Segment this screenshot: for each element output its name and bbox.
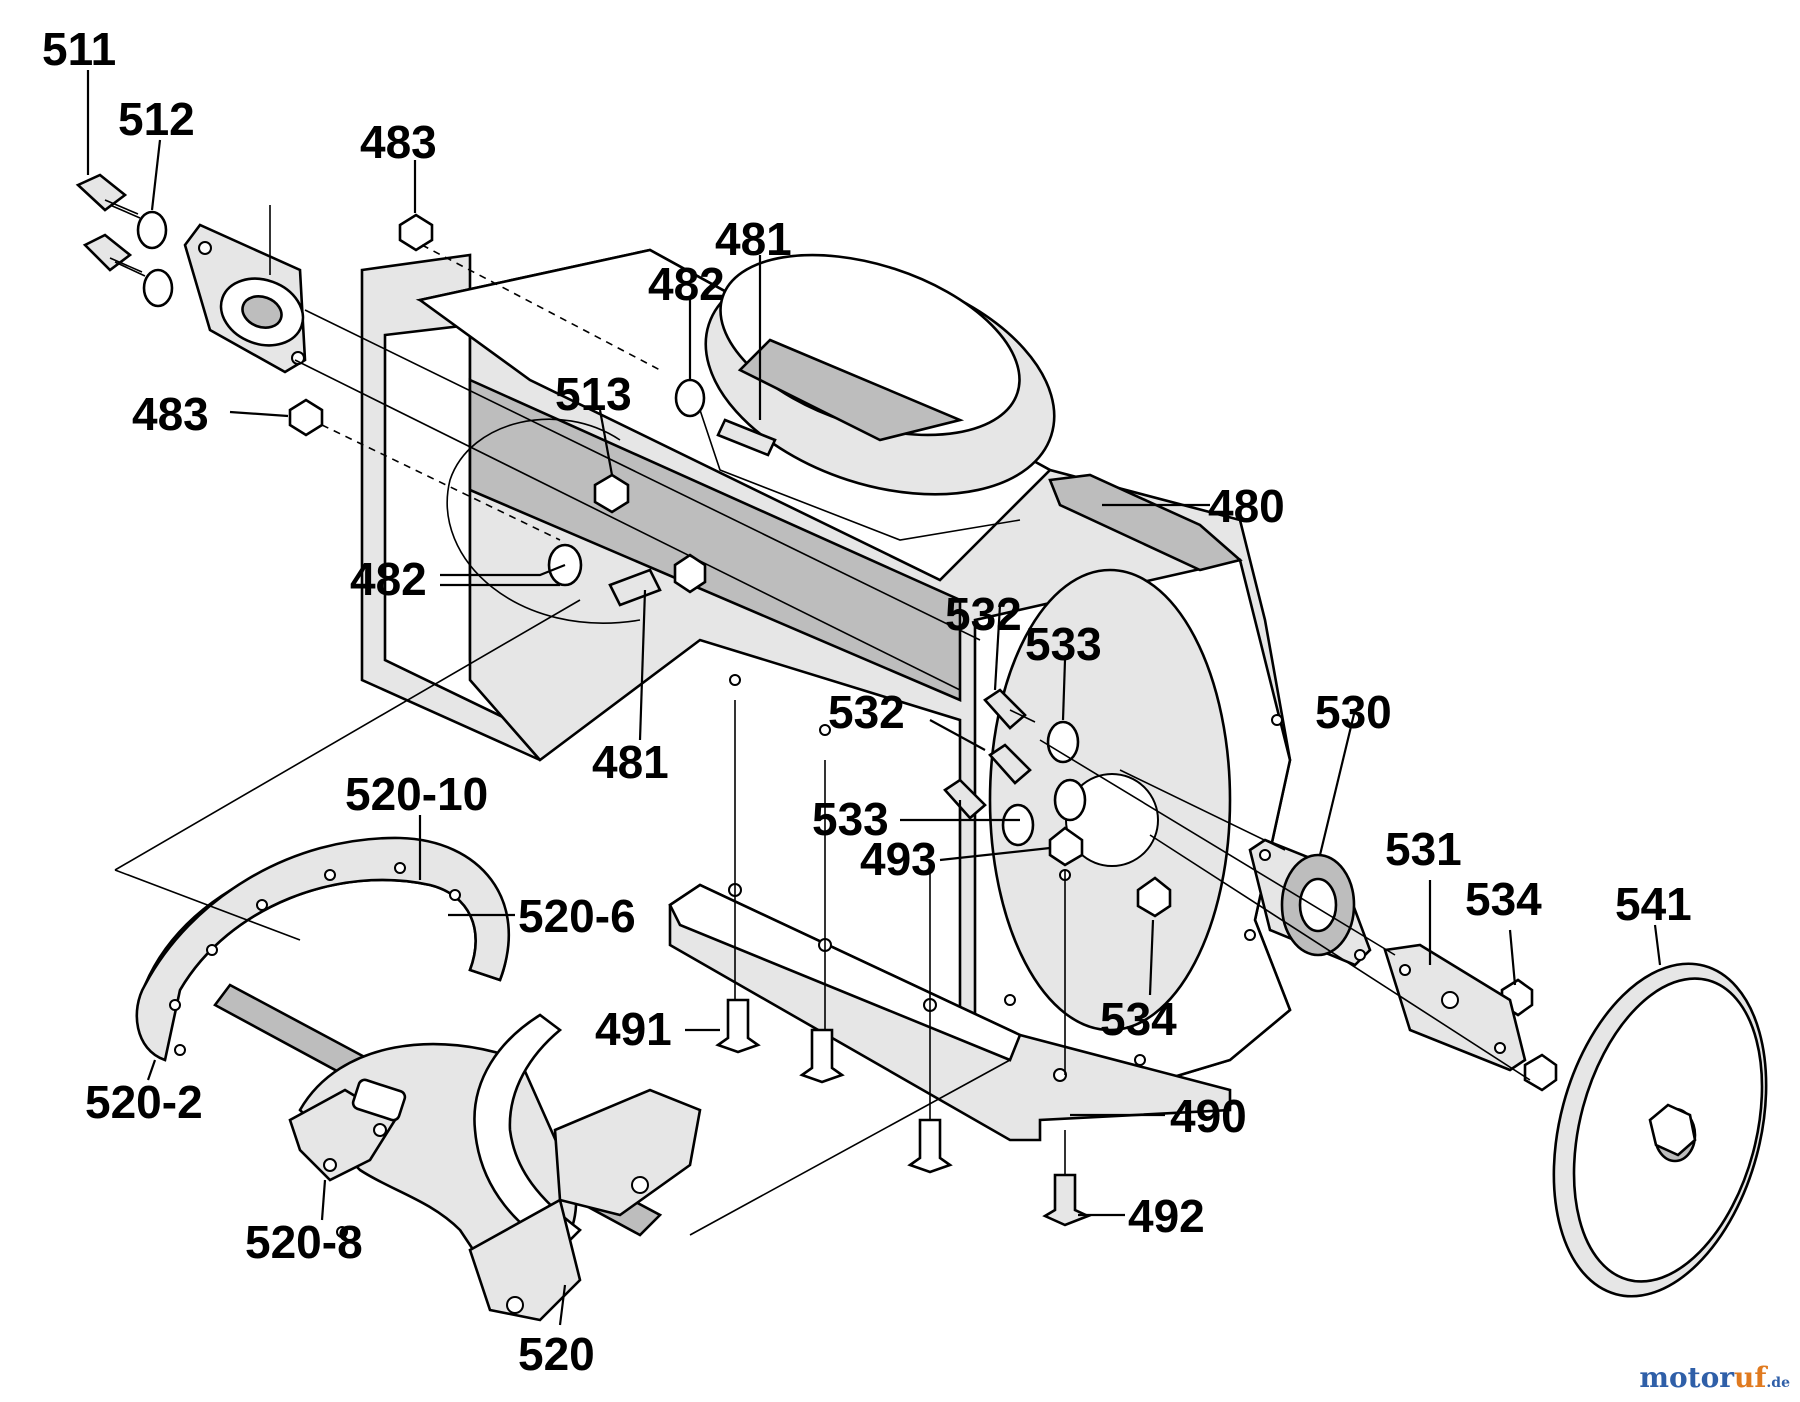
nut-534-part [1136,876,1558,1092]
bolt-481-part [547,378,777,607]
washer-512-part [136,210,174,308]
bolt-511-part [75,173,146,277]
bearing-flange-530-part [1248,838,1372,967]
label-532-lower: 532 [828,686,905,738]
label-541: 541 [1615,878,1692,930]
label-481-top: 481 [715,213,792,265]
label-513: 513 [555,368,632,420]
label-530: 530 [1315,686,1392,738]
label-520-8: 520-8 [245,1216,363,1268]
watermark-part-2: uf [1734,1361,1767,1394]
washers-533-part [1001,720,1087,847]
bolts-532-part [943,688,1036,820]
label-533-lower: 533 [812,793,889,845]
pulley-541-part [1552,962,1768,1298]
label-491: 491 [595,1003,672,1055]
label-483-top: 483 [360,116,437,168]
label-483-left: 483 [132,388,209,440]
bracket-531-part [1383,943,1527,1072]
label-520-10: 520-10 [345,768,488,820]
left-bearing-flange-part [183,205,307,374]
watermark-logo: motoruf.de [1639,1361,1790,1394]
label-520: 520 [518,1328,595,1380]
label-490: 490 [1170,1090,1247,1142]
label-533-upper: 533 [1025,618,1102,670]
label-532-upper: 532 [945,588,1022,640]
label-531: 531 [1385,823,1462,875]
label-534-right: 534 [1465,873,1542,925]
label-512: 512 [118,93,195,145]
label-520-2: 520-2 [85,1076,203,1128]
scraper-bar-part [668,883,1232,1142]
label-482-left: 482 [350,553,427,605]
label-482-top: 482 [648,258,725,310]
assembly-axis-lines [114,244,1531,1236]
label-520-6: 520-6 [518,890,636,942]
label-480: 480 [1208,480,1285,532]
bolt-491-part [715,998,953,1174]
label-534-lower: 534 [1100,993,1177,1045]
nut-483-part [288,213,434,437]
part-labels: 511 512 483 481 482 483 513 480 482 532 … [42,23,1692,1380]
nut-493-part [1048,826,1084,881]
bolt-492-part [1042,1173,1092,1227]
label-511: 511 [42,23,116,75]
label-481-left: 481 [592,736,669,788]
leader-lines [86,70,1662,1326]
label-492: 492 [1128,1190,1205,1242]
watermark-part-3: .de [1766,1375,1790,1391]
watermark-part-1: motor [1639,1361,1735,1394]
auger-assembly-part [135,836,702,1322]
label-493: 493 [860,833,937,885]
chute-ring-part [699,253,1056,541]
